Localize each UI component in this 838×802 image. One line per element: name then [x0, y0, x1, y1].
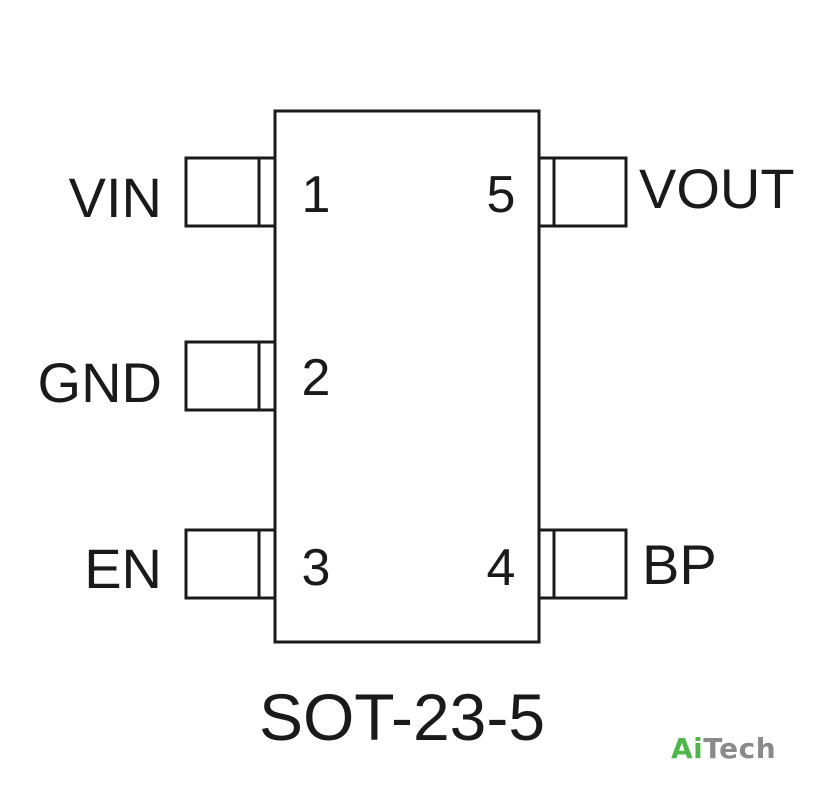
- pin-2-lead: [184, 340, 277, 412]
- pin-1-label: VIN: [69, 166, 162, 229]
- watermark-part-ai: Ai: [671, 732, 704, 765]
- watermark-part-tech: Tech: [703, 732, 777, 765]
- aitech-watermark-logo: AiTech: [671, 732, 776, 765]
- pin-3-label: EN: [84, 537, 162, 600]
- pin-2-label: GND: [38, 351, 162, 414]
- pin-4-label: BP: [642, 533, 717, 596]
- pin-1-number: 1: [302, 166, 331, 224]
- pin-3-number: 3: [302, 539, 331, 597]
- pin-4-lead: [537, 528, 628, 600]
- pin-2-number: 2: [302, 349, 331, 407]
- pin-3-lead: [184, 528, 277, 600]
- pin-5-lead: [537, 156, 628, 228]
- package-name: SOT-23-5: [259, 680, 545, 754]
- pin-1-lead: [184, 156, 277, 228]
- pin-4-number: 4: [487, 539, 516, 597]
- pin-5-number: 5: [487, 166, 516, 224]
- pin-5-label: VOUT: [639, 157, 795, 220]
